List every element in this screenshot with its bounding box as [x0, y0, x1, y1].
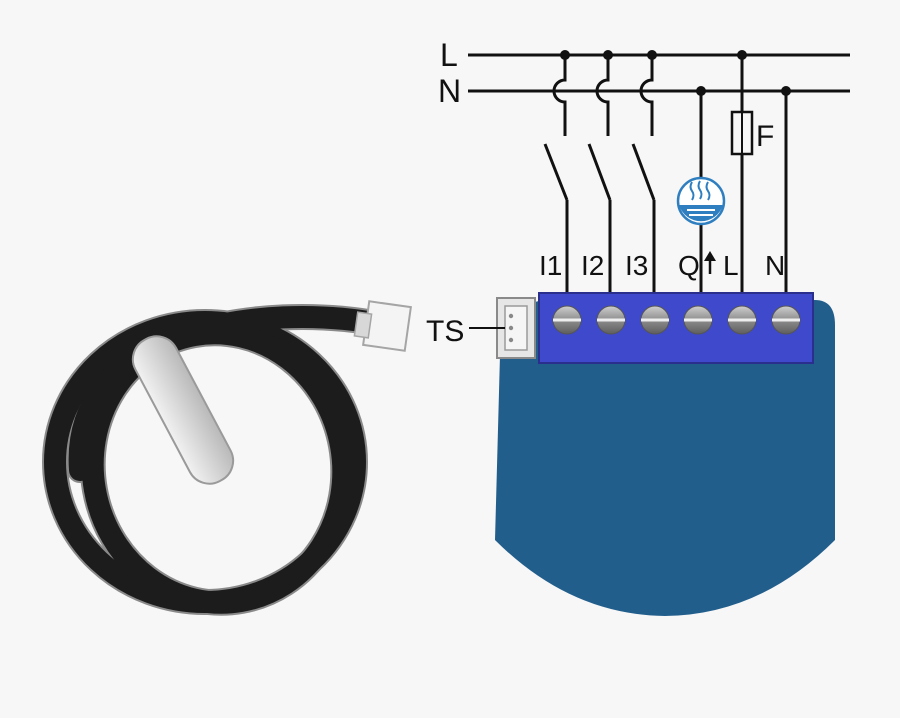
switch-wires — [543, 55, 656, 318]
switch-wire-i3 — [639, 55, 654, 136]
screw-i3 — [640, 305, 670, 335]
switch-blade-i1 — [543, 143, 569, 201]
switch-blade-i2 — [587, 143, 612, 201]
bus-lines — [468, 53, 850, 93]
terminal-label-l: L — [723, 250, 739, 281]
arrow-up-icon — [704, 251, 716, 274]
screw-i1 — [552, 305, 582, 335]
heating-icon — [676, 176, 726, 226]
screw-l — [727, 305, 757, 335]
terminal-label-i2: I2 — [581, 250, 604, 281]
sensor-plug — [353, 300, 412, 352]
temperature-sensor-cable — [42, 304, 398, 616]
sensor-label: TS — [426, 315, 464, 348]
screw-n — [771, 305, 801, 335]
terminal-labels: I1 I2 I3 Q L N — [539, 250, 785, 281]
switch-wire-i2 — [595, 55, 610, 136]
switch-wire-i1 — [552, 55, 567, 136]
module-body — [495, 300, 835, 616]
terminal-label-i3: I3 — [625, 250, 648, 281]
screw-i2 — [596, 305, 626, 335]
terminal-screws — [552, 305, 801, 335]
fuse-label: F — [756, 120, 774, 153]
screw-q — [683, 305, 713, 335]
live-bus-label: L — [440, 37, 458, 73]
switch-blade-i3 — [631, 143, 656, 201]
junction-dots — [560, 50, 791, 96]
terminal-label-n: N — [765, 250, 785, 281]
terminal-label-q: Q — [678, 250, 700, 281]
temperature-probe — [131, 335, 235, 485]
terminal-label-i1: I1 — [539, 250, 562, 281]
terminal-block — [538, 292, 814, 364]
neutral-bus-label: N — [438, 73, 461, 109]
